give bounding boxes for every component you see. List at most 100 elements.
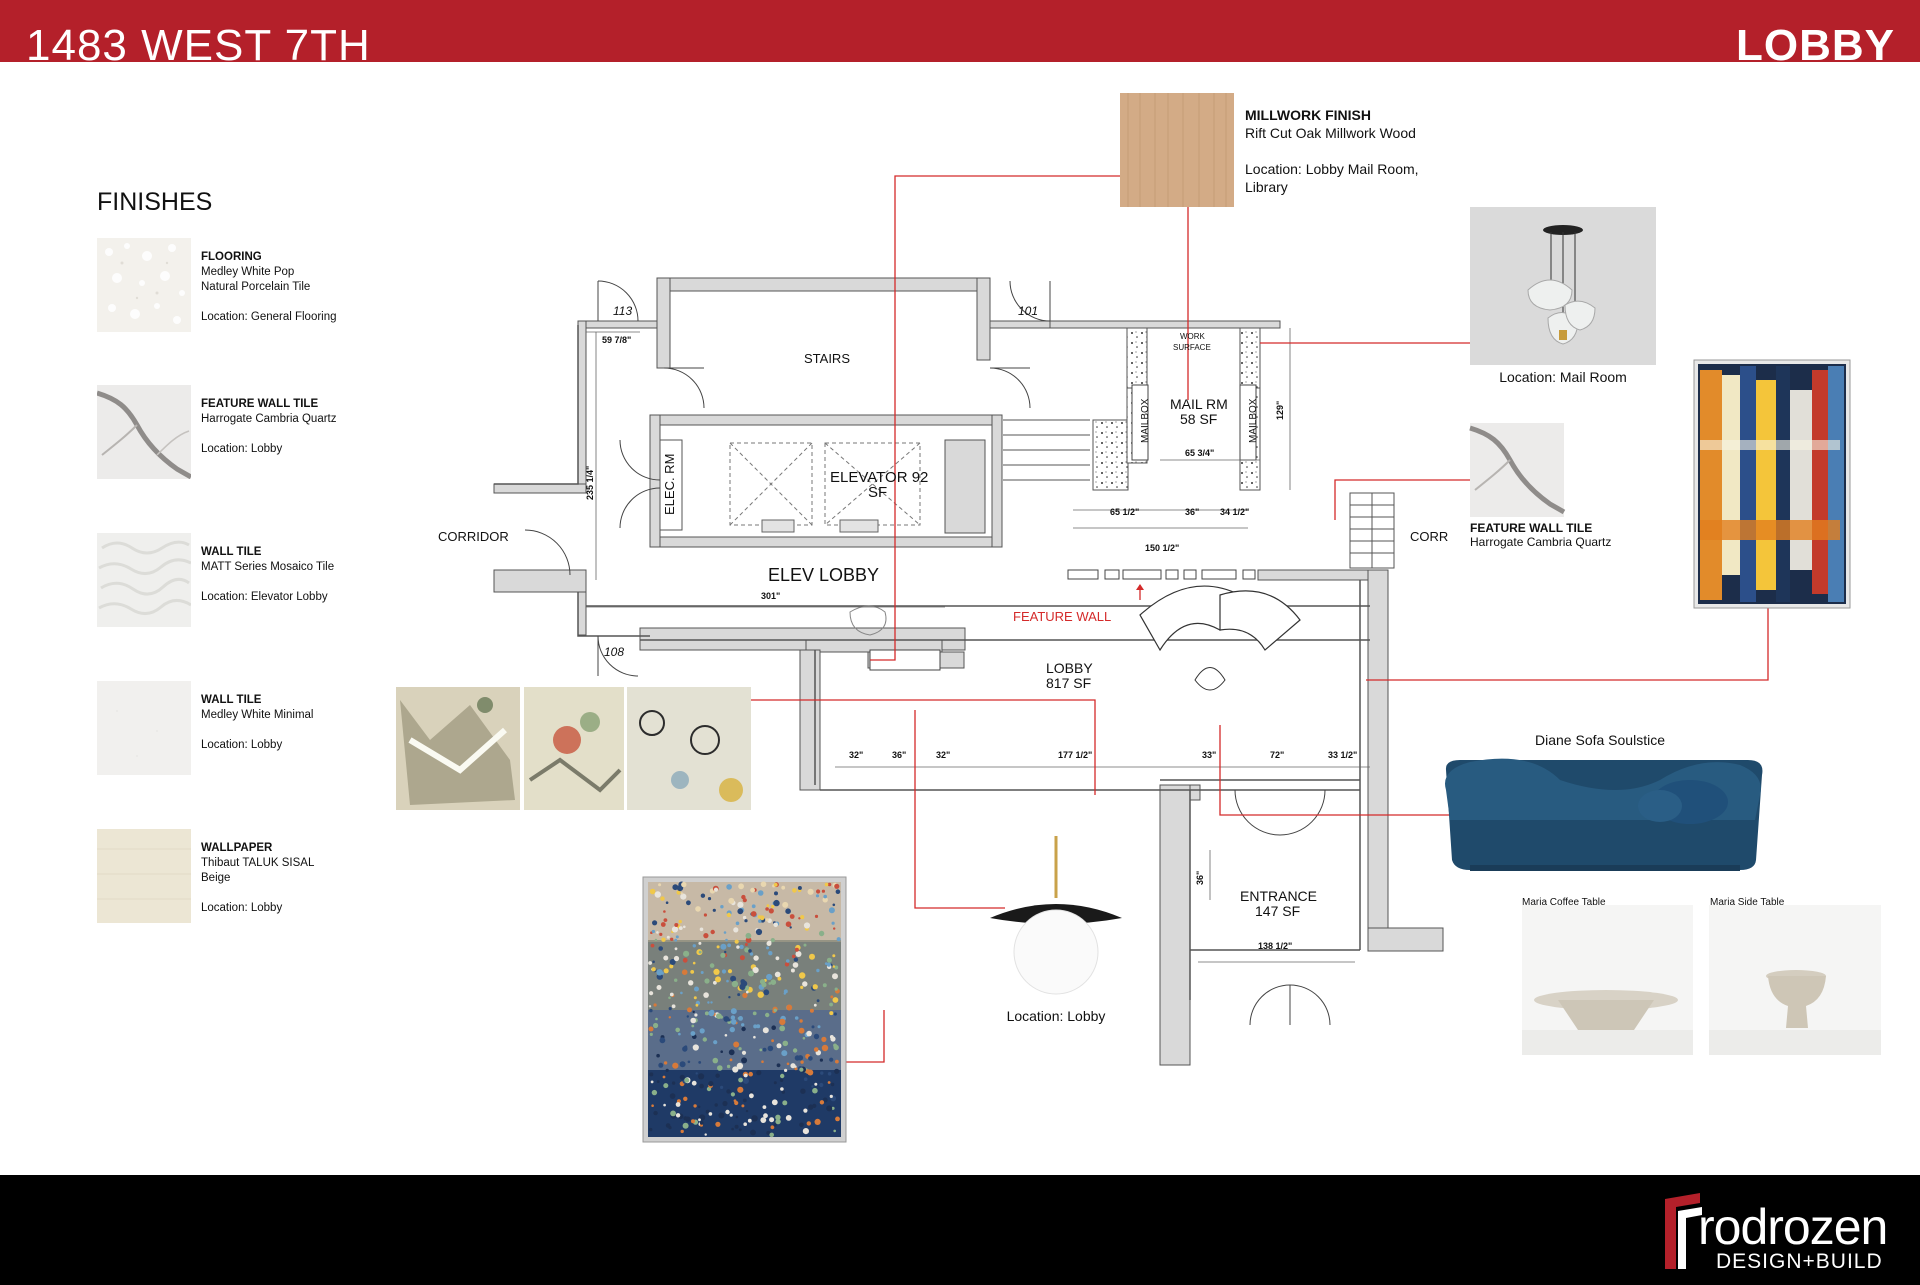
minimal-location: Location: Lobby [201, 739, 283, 751]
paint-dot [698, 1118, 701, 1122]
paint-dot [818, 930, 825, 937]
paint-dot [682, 1122, 689, 1129]
paint-dot [703, 992, 709, 998]
paint-dot [668, 1007, 672, 1011]
paint-dot [816, 968, 820, 973]
paint-dot [693, 996, 697, 1000]
paint-dot [808, 1104, 814, 1110]
paint-dot [663, 955, 669, 961]
paint-dot [821, 889, 826, 893]
mosaico-line: MATT Series Mosaico Tile [201, 561, 335, 573]
paint-dot [730, 1019, 737, 1025]
paint-dot [834, 1068, 840, 1074]
paint-dot [680, 893, 687, 900]
paint-dot [692, 1010, 695, 1014]
paint-dot [687, 1060, 691, 1064]
paint-dot [709, 963, 715, 968]
paint-dot [695, 1003, 699, 1007]
paint-dot [813, 1047, 819, 1052]
paint-dot [761, 1060, 764, 1063]
millwork-title: MILLWORK FINISH [1245, 107, 1371, 123]
paint-dot [768, 951, 773, 956]
paint-dot [681, 969, 688, 975]
paint-dot [741, 1050, 747, 1055]
paint-dot [690, 970, 695, 974]
paint-dot [815, 894, 820, 898]
paint-dot [691, 1024, 695, 1028]
paint-dot [814, 914, 819, 919]
paint-dot [773, 1123, 777, 1127]
paint-dot [776, 1043, 782, 1049]
paint-dot [751, 904, 756, 909]
paint-dot [733, 1099, 737, 1103]
paint-dot [775, 956, 780, 961]
paint-dot [656, 985, 662, 990]
paint-dot [649, 1008, 653, 1013]
paint-dot [728, 1049, 735, 1056]
paint-dot [784, 962, 790, 967]
paint-dot [655, 1017, 658, 1021]
dim-65-1-2: 65 1/2" [1110, 507, 1139, 517]
paint-dot [663, 910, 666, 913]
pendant-caption: Location: Mail Room [1499, 369, 1627, 385]
paint-dot [759, 1048, 763, 1052]
feature-wall-tile-location: Location: Lobby [201, 443, 283, 455]
paint-dot [730, 1008, 737, 1015]
paint-dot [699, 1121, 704, 1125]
paint-dot [670, 1110, 676, 1117]
paint-dot [816, 999, 820, 1003]
paint-dot [663, 1061, 668, 1065]
paint-dot [654, 891, 661, 898]
paint-dot [663, 918, 668, 922]
paint-dot [733, 1041, 740, 1048]
paint-dot [773, 1008, 777, 1012]
paint-dot [656, 1080, 660, 1083]
door-swings [524, 280, 1331, 1026]
paint-dot [661, 937, 666, 942]
dim-235-1-4: 235 1/4" [585, 466, 595, 500]
mosaico-location: Location: Elevator Lobby [201, 591, 328, 603]
paint-dot [784, 1068, 788, 1072]
paint-dot [830, 1036, 836, 1042]
paint-dot [663, 1083, 669, 1089]
paint-dot [683, 1045, 688, 1050]
paint-dot [723, 1016, 730, 1022]
paint-dot [653, 1003, 657, 1007]
paint-dot [650, 943, 655, 948]
paint-dot [750, 887, 755, 893]
paint-dot [750, 911, 757, 917]
paint-dot [766, 1130, 771, 1135]
paint-dot [771, 904, 775, 909]
paint-dot [802, 981, 808, 987]
paint-dot [744, 919, 748, 923]
coffee-table-caption: Maria Coffee Table [1522, 897, 1606, 908]
flooring-line-2: Natural Porcelain Tile [201, 281, 311, 293]
elevator-sf-label: SF [868, 484, 887, 501]
paint-dot [698, 1073, 705, 1080]
paint-dot [668, 996, 671, 1000]
paint-dot [760, 881, 767, 887]
paint-dot [827, 1072, 832, 1076]
paint-dot [682, 957, 688, 963]
paint-dot [782, 901, 789, 908]
paint-dot [679, 1061, 686, 1068]
dim-34-1-2: 34 1/2" [1220, 507, 1249, 517]
paint-dot [813, 1033, 820, 1040]
paint-dot [770, 1125, 775, 1130]
paint-dot [730, 1092, 736, 1097]
paint-dot [748, 970, 754, 977]
paint-dot [684, 1077, 690, 1083]
paint-dot [675, 935, 679, 939]
paint-dot [731, 1127, 734, 1131]
paint-dot [700, 893, 706, 898]
paint-dot [718, 1112, 725, 1119]
paint-dot [799, 1122, 804, 1128]
paint-dot [662, 1075, 666, 1079]
paint-dot [736, 1062, 744, 1070]
flooring-line-1: Medley White Pop [201, 266, 295, 278]
paint-dot [674, 978, 678, 982]
finish-item-wall-tile-mosaico: WALL TILE MATT Series Mosaico Tile Locat… [97, 533, 397, 628]
paint-dot [760, 1117, 767, 1123]
paint-dot [748, 949, 752, 953]
paint-dot [780, 1073, 785, 1079]
